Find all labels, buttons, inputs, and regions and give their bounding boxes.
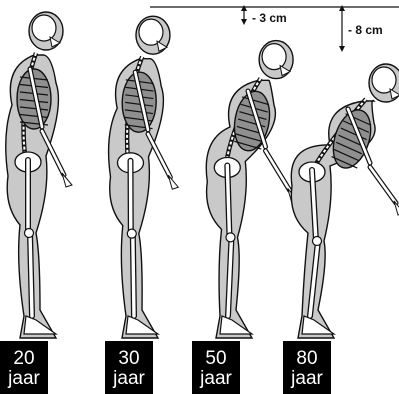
tibia-bone bbox=[30, 233, 32, 316]
forearm-bone bbox=[266, 151, 290, 191]
figure-30 bbox=[109, 16, 179, 338]
knee-joint bbox=[127, 229, 136, 238]
age-unit: jaar bbox=[0, 369, 48, 389]
age-label-50: 50 jaar bbox=[192, 341, 240, 394]
height-loss-label-8cm: - 8 cm bbox=[348, 23, 383, 37]
age-label-30: 30 jaar bbox=[105, 341, 153, 394]
forearm-bone bbox=[148, 134, 170, 177]
age-number: 20 bbox=[0, 349, 48, 369]
age-number: 30 bbox=[105, 349, 153, 369]
age-number: 50 bbox=[192, 349, 240, 369]
age-unit: jaar bbox=[283, 369, 331, 389]
hand-bones bbox=[62, 173, 72, 187]
figure-80 bbox=[291, 64, 399, 338]
age-unit: jaar bbox=[105, 369, 153, 389]
age-label-80: 80 jaar bbox=[283, 341, 331, 394]
figure-20 bbox=[6, 12, 72, 338]
skull bbox=[262, 44, 286, 70]
age-unit: jaar bbox=[192, 369, 240, 389]
knee-joint bbox=[313, 237, 322, 246]
age-label-20: 20 jaar bbox=[0, 341, 48, 394]
height-loss-annotation-80: - 8 cm bbox=[342, 8, 383, 49]
height-loss-label-3cm: - 3 cm bbox=[252, 11, 287, 25]
age-number: 80 bbox=[283, 349, 331, 369]
skull bbox=[372, 67, 396, 93]
femur-bone bbox=[227, 166, 229, 238]
forearm-bone bbox=[370, 167, 396, 203]
skull bbox=[32, 15, 56, 41]
figure-50 bbox=[206, 41, 297, 338]
knee-joint bbox=[25, 229, 34, 238]
knee-joint bbox=[226, 233, 235, 242]
tibia-bone bbox=[133, 234, 134, 316]
skull bbox=[139, 19, 163, 45]
figures-layer bbox=[6, 12, 399, 338]
height-loss-annotation-50: - 3 cm bbox=[244, 8, 287, 25]
hand-bones bbox=[168, 175, 178, 189]
